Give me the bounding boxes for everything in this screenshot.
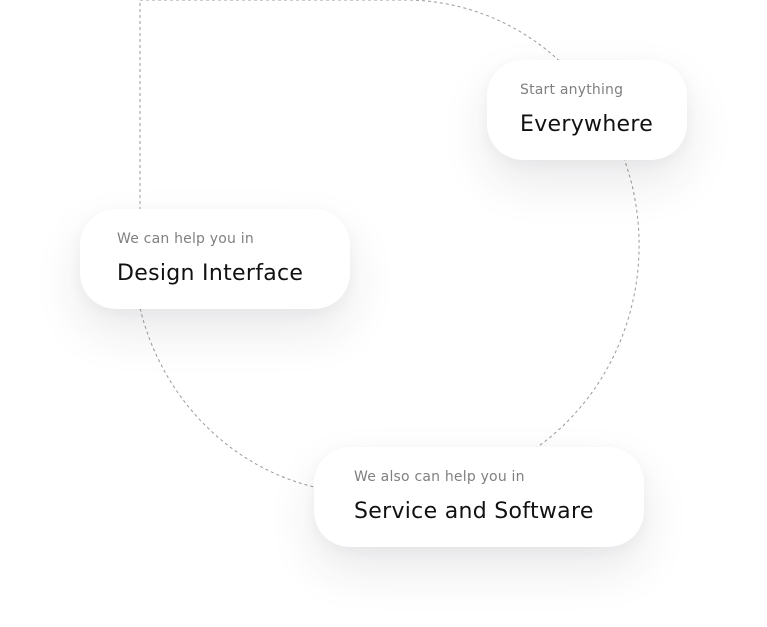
everywhere-eyebrow: Start anything (520, 82, 624, 98)
service-software-headline: Service and Software (354, 499, 594, 524)
everywhere-headline: Everywhere (520, 112, 654, 137)
service-software-card: We also can help you in Service and Soft… (314, 447, 644, 547)
design-interface-card: We can help you in Design Interface (80, 209, 350, 309)
design-interface-headline: Design Interface (117, 261, 304, 286)
service-software-eyebrow: We also can help you in (354, 469, 525, 485)
design-interface-eyebrow: We can help you in (117, 231, 254, 247)
everywhere-card: Start anything Everywhere (487, 60, 687, 160)
